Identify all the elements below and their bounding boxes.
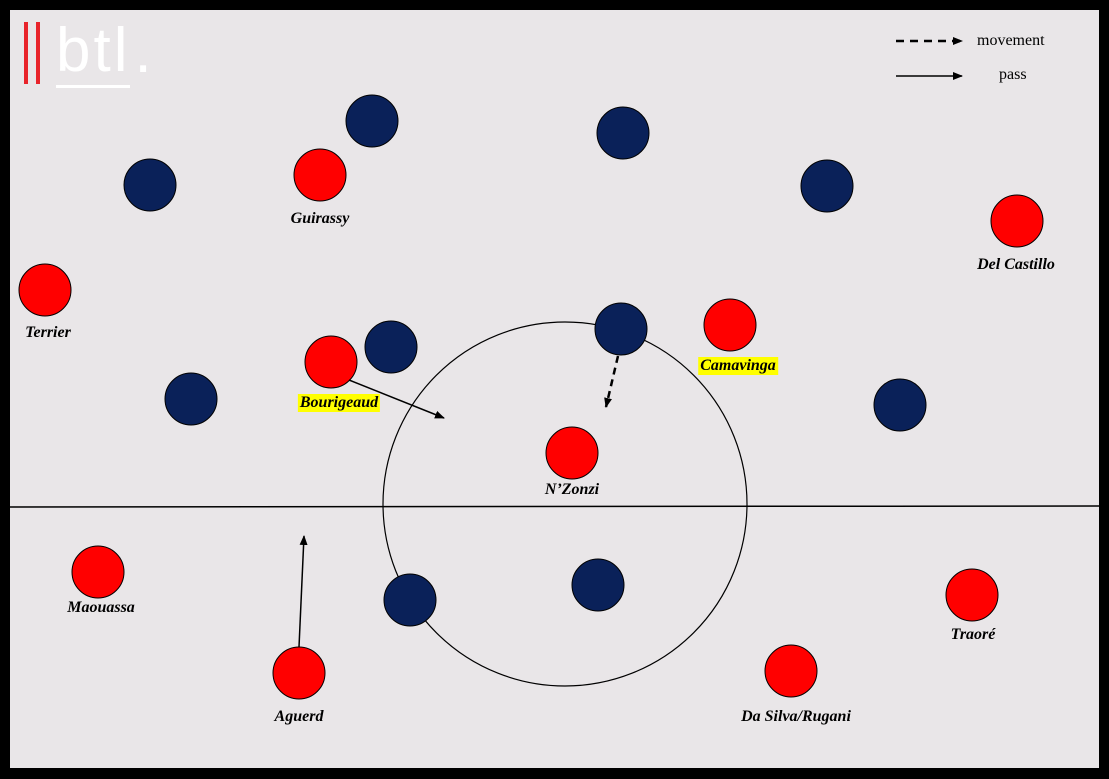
blue-player [123,158,177,212]
player-label-traore: Traoré [950,626,996,643]
blue-player [364,320,418,374]
movement-arrow-blue [604,355,620,408]
pitch: btl . movement pass Guirassy Del Castill… [10,10,1099,768]
centre-circle [382,321,748,687]
player-label-bourigeaud: Bourigeaud [297,394,381,412]
red-player-nzonzi [545,426,599,480]
legend-movement-label: movement [977,32,1045,49]
tactics-canvas [10,37,1099,700]
player-label-del-castillo: Del Castillo [977,256,1055,273]
red-player-guirassy [293,148,347,202]
red-player-terrier [18,263,72,317]
red-player-maouassa [71,545,125,599]
player-label-aguerd: Aguerd [274,708,324,725]
blue-player [873,378,927,432]
blue-player [571,558,625,612]
logo: btl . [22,12,152,88]
blue-player [383,573,437,627]
player-label-nzonzi: N’Zonzi [544,481,600,498]
red-player-traore [945,568,999,622]
logo-bars-icon [22,18,46,88]
red-player-camavinga [703,298,757,352]
player-label-da-silva-rugani: Da Silva/Rugani [741,708,851,725]
blue-player [800,159,854,213]
logo-text: btl [56,15,131,88]
player-label-maouassa: Maouassa [67,599,135,616]
player-label-terrier: Terrier [25,324,71,341]
red-player-bourigeaud [304,335,358,389]
pass-arrow-bourigeaud [348,379,445,419]
blue-player [164,372,218,426]
blue-player [594,302,648,356]
halfway-line [10,505,1099,508]
player-label-camavinga: Camavinga [698,357,778,375]
blue-player [596,106,650,160]
red-player-da-silva-rugani [764,644,818,698]
blue-player [345,94,399,148]
legend-pass-label: pass [999,66,1027,83]
pass-arrow-aguerd [298,535,308,648]
logo-dot: . [134,17,152,86]
player-label-guirassy: Guirassy [290,210,350,227]
red-player-del-castillo [990,194,1044,248]
red-player-aguerd [272,646,326,700]
